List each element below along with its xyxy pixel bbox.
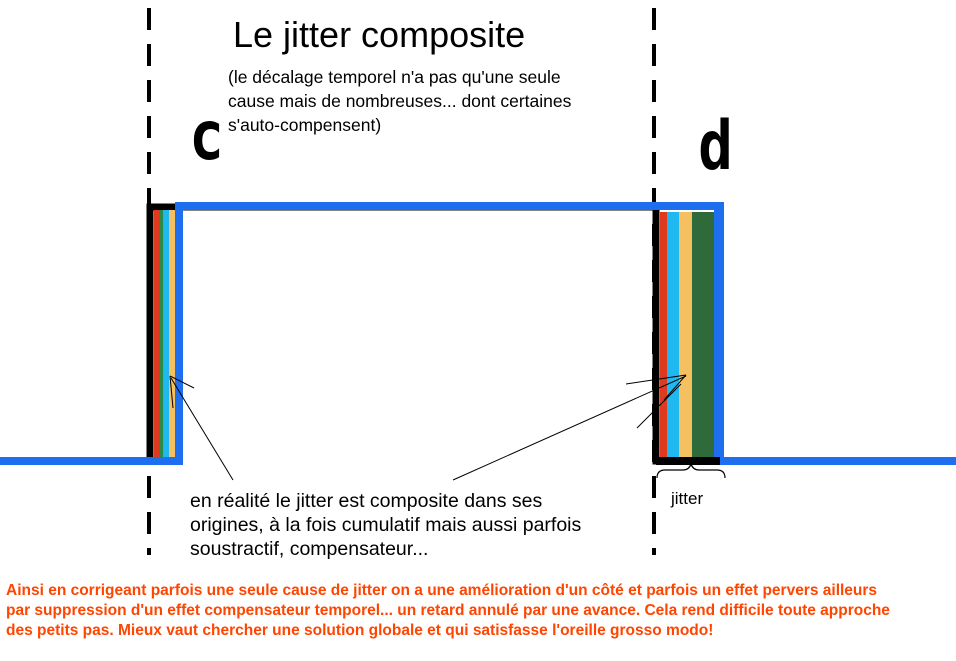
edge-label-c: c	[189, 97, 224, 176]
conclusion-line: Ainsi en corrigeant parfois une seule ca…	[6, 582, 878, 599]
annotation-arrows	[169, 374, 687, 481]
explanation-line: en réalité le jitter est composite dans …	[190, 490, 543, 512]
jitter-label: jitter	[671, 489, 704, 508]
ideal-signal	[0, 203, 720, 465]
blue-edge-c	[175, 205, 183, 465]
edge-label-d: d	[698, 107, 733, 186]
jitter-bands-d	[660, 212, 714, 458]
explanation-line: soustractif, compensateur...	[190, 538, 429, 560]
conclusion-line: des petits pas. Mieux vaut chercher une …	[6, 622, 714, 639]
jitter-brace	[656, 462, 726, 479]
baseline-black	[656, 457, 720, 465]
subtitle-line: s'auto-compensent)	[228, 115, 382, 135]
conclusion-line: par suppression d'un effet compensateur …	[6, 602, 890, 619]
conclusion-text: Ainsi en corrigeant parfois une seule ca…	[6, 581, 890, 641]
subtitle: (le décalage temporel n'a pas qu'une seu…	[228, 65, 571, 137]
jitter-bands-c	[154, 210, 175, 460]
blue-edge-d	[714, 205, 722, 465]
subtitle-line: (le décalage temporel n'a pas qu'une seu…	[228, 67, 561, 87]
explanation-line: origines, à la fois cumulatif mais aussi…	[190, 514, 582, 536]
diagram-title: Le jitter composite	[233, 14, 526, 55]
subtitle-line: cause mais de nombreuses... dont certain…	[228, 91, 572, 111]
measured-signal	[0, 202, 956, 465]
explanation-text: en réalité le jitter est composite dans …	[190, 489, 581, 561]
